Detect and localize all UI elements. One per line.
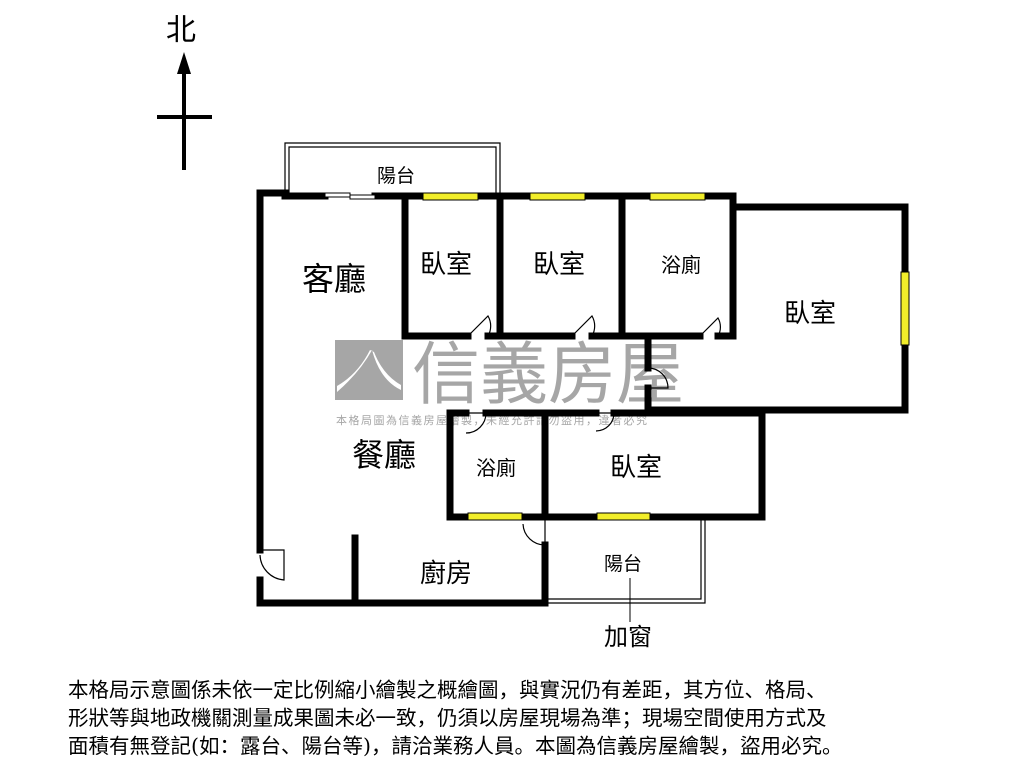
room-label-bedroom-master: 臥室 — [784, 299, 836, 329]
room-label-dining-room: 餐廳 — [352, 436, 416, 474]
disclaimer-line: 本格局示意圖係未依一定比例縮小繪製之概繪圖，與實況仍有差距，其方位、格局、 — [68, 678, 827, 702]
room-label-balcony-bottom: 陽台 — [604, 553, 642, 575]
room-label-bedroom-3: 臥室 — [610, 453, 662, 483]
room-label-bathroom-1: 浴廁 — [661, 253, 701, 277]
compass-north-label: 北 — [166, 13, 196, 48]
watermark-brand: 信義房屋 — [412, 336, 684, 415]
room-label-bathroom-2: 浴廁 — [476, 456, 516, 480]
annotation-add-window: 加窗 — [604, 623, 652, 651]
disclaimer-line: 形狀等與地政機關測量成果圖未必一致，仍須以房屋現場為準；現場空間使用方式及 — [68, 706, 827, 730]
balcony-outline-top — [284, 142, 501, 193]
room-label-kitchen: 廚房 — [420, 559, 472, 589]
room-label-balcony-top: 陽台 — [377, 165, 415, 187]
watermark-logo-icon — [335, 340, 403, 400]
room-label-living-room: 客廳 — [302, 260, 366, 298]
balcony-outline-bottom — [545, 517, 706, 604]
disclaimer-line: 面積有無登記(如：露台、陽台等)，請洽業務人員。本圖為信義房屋繪製，盜用必究。 — [68, 734, 843, 758]
room-label-bedroom-2: 臥室 — [533, 250, 585, 280]
window-icons — [422, 192, 910, 521]
disclaimer-text: 本格局示意圖係未依一定比例縮小繪製之概繪圖，與實況仍有差距，其方位、格局、 形狀… — [68, 676, 968, 760]
sliding-door-icon — [324, 192, 376, 200]
north-arrow-icon — [157, 52, 212, 170]
room-label-bedroom-1: 臥室 — [420, 250, 472, 280]
door-swing-icons — [259, 315, 722, 581]
